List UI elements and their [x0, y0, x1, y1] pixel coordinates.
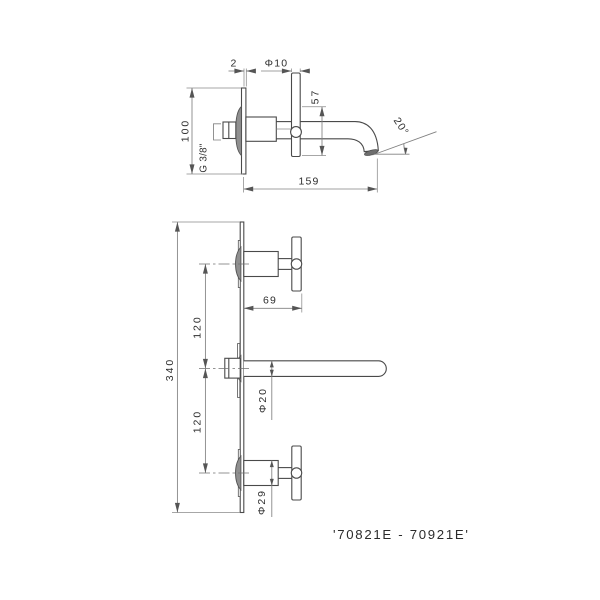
spout-front — [199, 343, 387, 398]
wall-plate-side — [240, 87, 247, 175]
angle-line — [372, 131, 437, 156]
top-valve — [199, 236, 303, 292]
escutcheon-side — [235, 105, 242, 157]
dim-handle-drop: 57 — [310, 89, 322, 105]
product-codes: '70821E - 70921E' — [333, 527, 470, 542]
angle-arrow — [404, 147, 408, 155]
handle-bar-side — [290, 72, 301, 158]
dim-bar-diameter: Φ10 — [265, 58, 289, 70]
thread-bracket — [213, 123, 221, 141]
dim-spout-diameter: Φ20 — [257, 387, 269, 413]
spout-tube — [300, 121, 379, 153]
dim-handle-diameter: Φ29 — [256, 489, 268, 515]
spout-mouth — [364, 149, 379, 156]
dim-spout-angle: 20° — [391, 115, 412, 138]
dim-lower-spacing: 120 — [192, 410, 204, 434]
angle-arc — [403, 143, 407, 155]
dim-plate-height: 100 — [180, 119, 192, 143]
dim-spout-projection: 159 — [298, 176, 319, 188]
cross-handle-hub — [290, 467, 303, 479]
front-view: 340 120 120 69 Φ20 Φ29 — [164, 221, 387, 517]
spout-body — [245, 116, 277, 142]
spout-tube-front — [243, 360, 387, 377]
dim-plate-total-height: 340 — [164, 358, 176, 382]
dim-plate-thickness: 2 — [230, 58, 237, 70]
dim-handle-projection: 69 — [263, 295, 277, 307]
side-view: 2 Φ10 57 100 G 3/8" 159 20° — [180, 58, 437, 193]
bottom-valve — [199, 445, 303, 501]
dim-thread-size: G 3/8" — [199, 143, 210, 172]
handle-hub-side — [290, 126, 302, 138]
cross-handle-hub — [290, 258, 303, 270]
dim-upper-spacing: 120 — [192, 315, 204, 339]
thread-nipple — [222, 121, 237, 140]
